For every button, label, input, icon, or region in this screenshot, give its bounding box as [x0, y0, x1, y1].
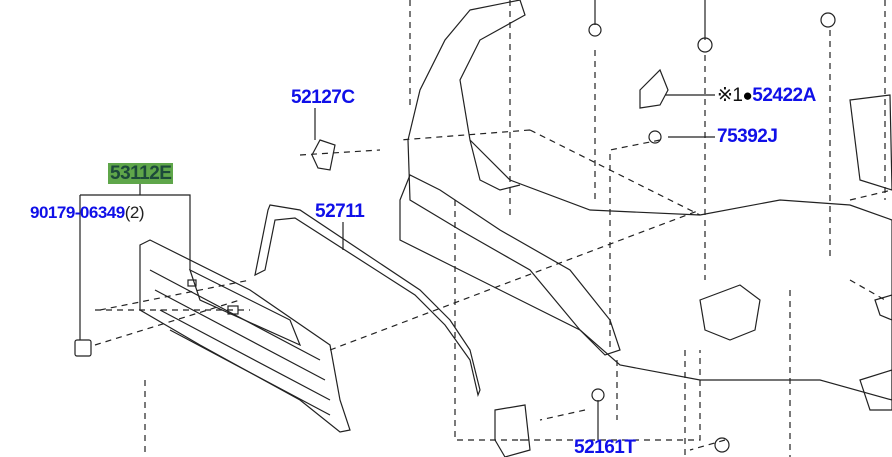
note-marker: ※1 [717, 85, 743, 106]
lower-grille-drawing [139, 239, 351, 433]
part-label-75392J[interactable]: 75392J [717, 126, 778, 147]
part-number[interactable]: 75392J [717, 126, 778, 147]
fastener-drawings [494, 12, 892, 457]
quantity: (2) [124, 203, 145, 222]
part-label-53112E[interactable]: 53112E [108, 163, 174, 184]
part-label-52422A[interactable]: ※1●52422A [717, 86, 816, 106]
retainer-drawing [254, 204, 481, 398]
part-label-52711[interactable]: 52711 [315, 201, 365, 222]
part-label-52127C[interactable]: 52127C [291, 88, 355, 108]
part-number[interactable]: 90179-06349 [30, 203, 125, 222]
highlighted-part-number[interactable]: 53112E [108, 163, 174, 184]
dot-icon: ● [742, 86, 753, 105]
part-label-52161T[interactable]: 52161T [574, 437, 636, 457]
part-number[interactable]: 52127C [291, 87, 355, 108]
cover-drawing [311, 139, 336, 171]
part-number[interactable]: 52711 [315, 201, 365, 222]
leader-lines [79, 0, 715, 440]
dashed-guides [94, 0, 892, 457]
part-label-90179-06349[interactable]: 90179-06349(2) [30, 203, 145, 223]
part-number[interactable]: 52161T [574, 437, 636, 457]
clip-drawing [74, 339, 92, 357]
part-number[interactable]: 52422A [752, 85, 816, 106]
bumper-drawing [399, 0, 892, 401]
